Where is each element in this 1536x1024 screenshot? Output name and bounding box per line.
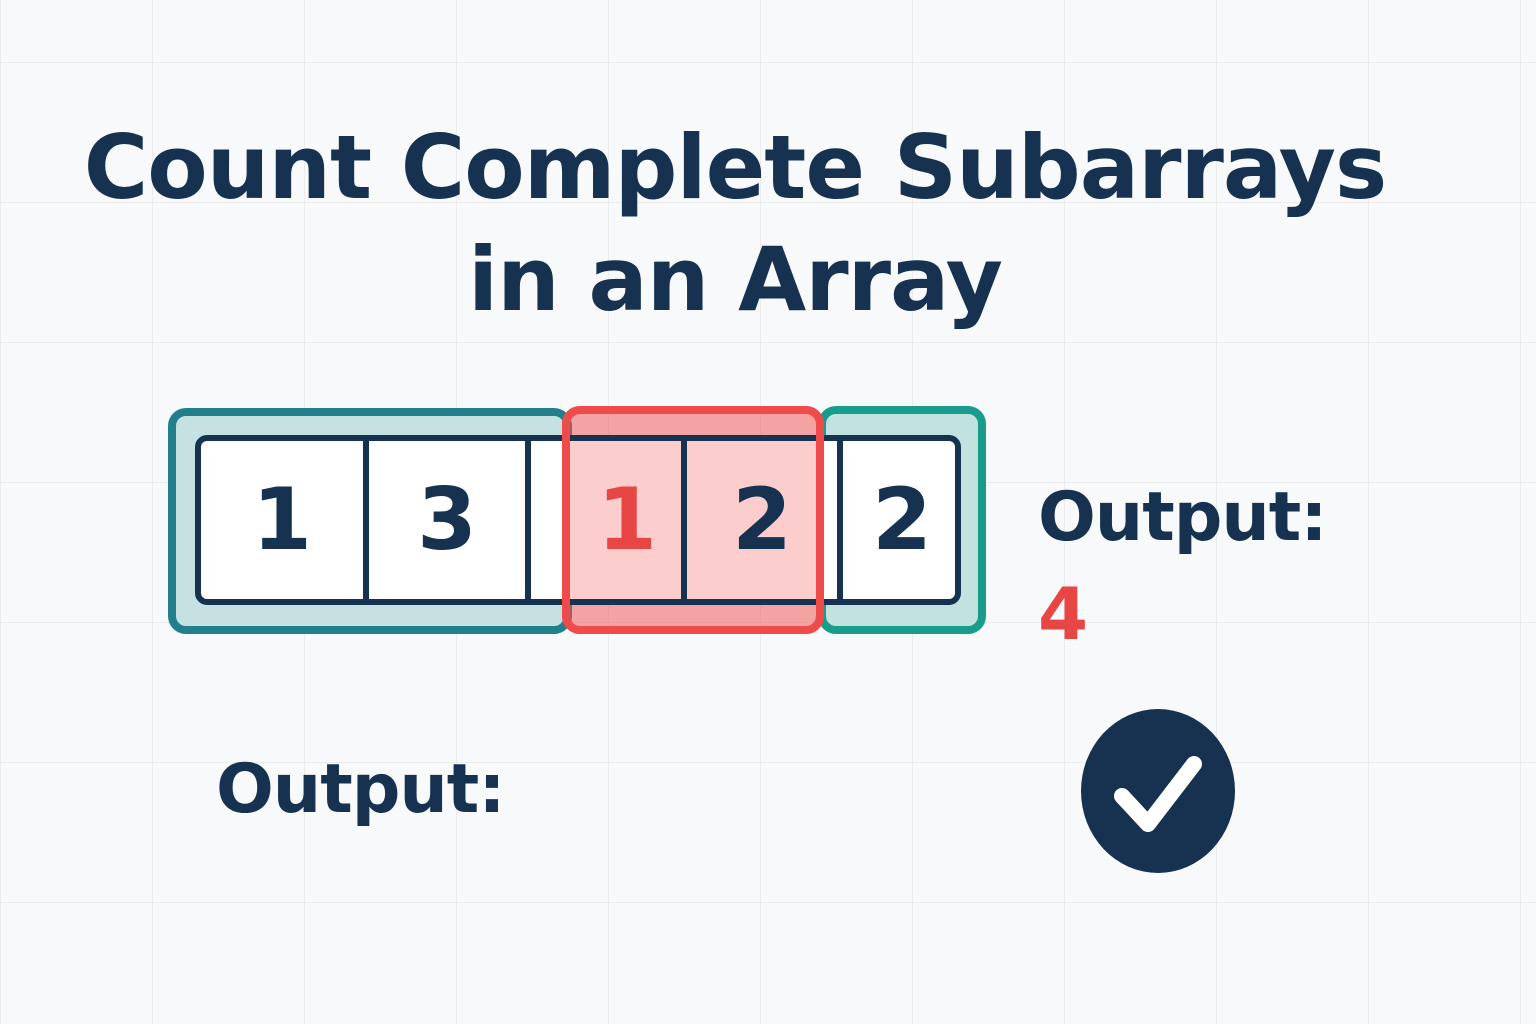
title-line-1: Count Complete Subarrays: [83, 116, 1388, 219]
array-cell-4: 1: [597, 470, 657, 570]
page-title: Count Complete Subarrays in an Array: [0, 112, 1470, 336]
red-subarray-overlay: [562, 406, 824, 634]
result-output-label: Output:: [1038, 478, 1328, 557]
result-output-value: 4: [1038, 572, 1089, 656]
second-output-label: Output:: [216, 750, 506, 829]
array-cell-6: 2: [872, 470, 932, 570]
array-cell-1: 1: [252, 470, 312, 570]
array-cell-3: [531, 441, 571, 599]
title-line-2: in an Array: [467, 228, 1003, 331]
array-cell-5: 2: [732, 470, 792, 570]
array-cell-2: 3: [417, 470, 477, 570]
check-circle-icon: [1081, 709, 1235, 873]
